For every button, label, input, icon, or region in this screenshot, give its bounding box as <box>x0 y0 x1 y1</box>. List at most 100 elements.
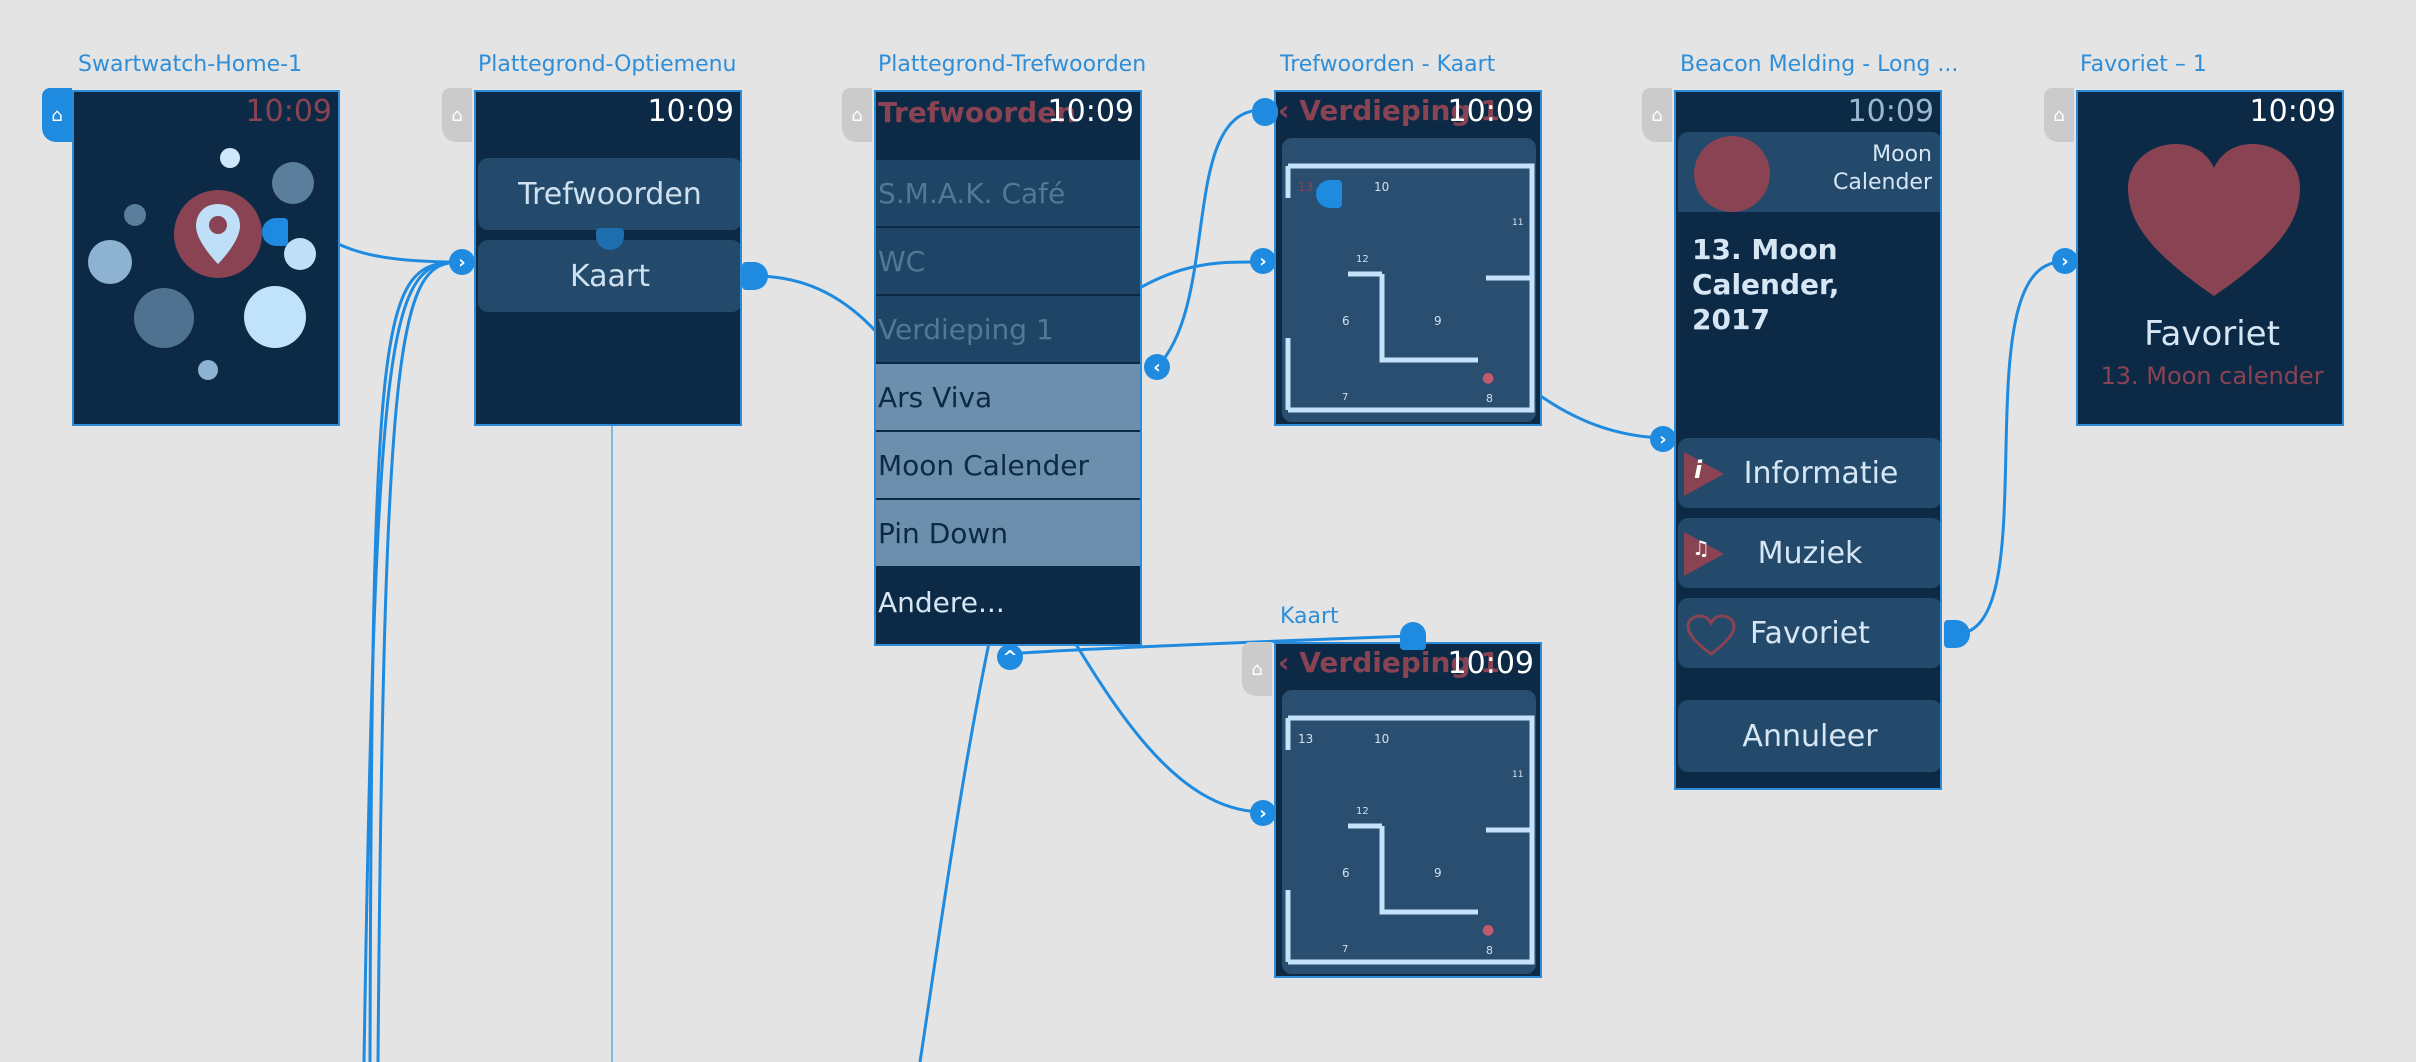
map-number: 7 <box>1342 944 1349 955</box>
list-item[interactable]: S.M.A.K. Café <box>876 160 1140 228</box>
home-icon[interactable]: ⌂ <box>1642 88 1672 142</box>
map-number: 13 <box>1298 732 1314 746</box>
music-note-icon <box>1684 532 1724 576</box>
back-label: Verdieping 1 <box>1299 94 1500 127</box>
map-number: 11 <box>1512 770 1524 780</box>
list-item[interactable]: Moon Calender <box>876 432 1140 500</box>
map-number: 10 <box>1374 180 1390 194</box>
artboard-label-home[interactable]: Swartwatch-Home-1 <box>78 52 303 77</box>
back-button[interactable]: ‹ Verdieping 1 <box>1278 646 1500 679</box>
link-handle[interactable] <box>742 262 768 290</box>
map-number: 12 <box>1356 254 1369 265</box>
artboard-label-favoriet[interactable]: Favoriet – 1 <box>2080 52 2207 77</box>
notification-body <box>1678 212 1940 428</box>
watch-time: 10:09 <box>1447 646 1534 681</box>
annuleer-button[interactable]: Annuleer <box>1678 700 1940 772</box>
floor-map: 13 10 11 12 6 9 7 8 ● <box>1282 138 1536 422</box>
notification-card: Moon Calender 13. Moon Calender, 2017 <box>1678 132 1940 428</box>
home-icon[interactable]: ⌂ <box>842 88 872 142</box>
artboard-optiemenu[interactable]: 10:09 Trefwoorden Kaart <box>474 90 742 426</box>
link-handle[interactable] <box>1944 620 1970 648</box>
watch-time: 10:09 <box>1847 94 1934 129</box>
map-number: 11 <box>1512 218 1524 228</box>
map-number: 6 <box>1342 314 1350 328</box>
app-name-line2: Calender <box>1833 170 1932 195</box>
chevron-right-icon[interactable]: › <box>1650 426 1676 452</box>
watch-time: 10:09 <box>1447 94 1534 129</box>
chevron-right-icon[interactable]: › <box>1250 800 1276 826</box>
link-handle[interactable] <box>596 228 624 250</box>
chevron-right-icon[interactable]: › <box>449 249 475 275</box>
favoriet-title: Favoriet <box>2144 314 2280 354</box>
map-number: 8 <box>1486 944 1493 957</box>
map-number: 9 <box>1434 314 1442 328</box>
chevron-right-icon[interactable]: › <box>2052 248 2078 274</box>
map-number: 12 <box>1356 806 1369 817</box>
bubble <box>220 148 240 168</box>
home-icon[interactable]: ⌂ <box>442 88 472 142</box>
map-number: 9 <box>1434 866 1442 880</box>
bubble <box>124 204 146 226</box>
artboard-trefwoorden-kaart[interactable]: ‹ Verdieping 1 10:09 13 10 11 12 6 9 7 8… <box>1274 90 1542 426</box>
favoriet-label: Favoriet <box>1750 615 1870 651</box>
back-label: Verdieping 1 <box>1299 646 1500 679</box>
kaart-button[interactable]: Kaart <box>478 240 740 312</box>
map-number: 10 <box>1374 732 1390 746</box>
artboard-label-beacon[interactable]: Beacon Melding - Long ... <box>1680 52 1959 77</box>
chevron-up-icon[interactable]: ^ <box>997 644 1023 670</box>
informatie-label: Informatie <box>1743 455 1899 491</box>
heart-icon <box>2128 144 2300 296</box>
home-icon[interactable]: ⌂ <box>2044 88 2074 142</box>
chevron-left-icon[interactable]: ‹ <box>1144 354 1170 380</box>
list-item[interactable]: Pin Down <box>876 500 1140 568</box>
muziek-button[interactable]: ♫ Muziek <box>1678 518 1940 588</box>
link-handle[interactable] <box>1316 180 1342 208</box>
artboard-label-trefkaart[interactable]: Trefwoorden - Kaart <box>1280 52 1496 77</box>
muziek-label: Muziek <box>1757 535 1863 571</box>
heart-icon <box>1686 614 1736 656</box>
artboard-home[interactable]: 10:09 <box>72 90 340 426</box>
trefwoorden-button[interactable]: Trefwoorden <box>478 158 740 230</box>
app-name-line1: Moon <box>1872 142 1932 167</box>
bubble <box>134 288 194 348</box>
app-icon <box>1694 136 1770 212</box>
map-pin-icon: ● <box>1482 370 1495 386</box>
watch-time: 10:09 <box>1047 94 1134 129</box>
home-icon[interactable]: ⌂ <box>1242 642 1272 696</box>
artboard-kaart[interactable]: ‹ Verdieping 1 10:09 13 10 11 12 6 9 7 8… <box>1274 642 1542 978</box>
info-icon <box>1684 452 1724 496</box>
chevron-right-icon[interactable]: › <box>1250 248 1276 274</box>
bubble <box>272 162 314 204</box>
list-title: Trefwoorden <box>878 96 1077 129</box>
bubble <box>244 286 306 348</box>
artboard-trefwoorden[interactable]: Trefwoorden 10:09 S.M.A.K. Café WC Verdi… <box>874 90 1142 646</box>
artboard-label-kaart[interactable]: Kaart <box>1280 604 1339 629</box>
list-item[interactable]: Andere... <box>878 585 1005 619</box>
informatie-button[interactable]: i Informatie <box>1678 438 1940 508</box>
back-button[interactable]: ‹ Verdieping 1 <box>1278 94 1500 127</box>
bubble <box>284 238 316 270</box>
watch-time: 10:09 <box>647 94 734 129</box>
artboard-favoriet[interactable]: 10:09 Favoriet 13. Moon calender <box>2076 90 2344 426</box>
favoriet-subtitle: 13. Moon calender <box>2100 362 2324 390</box>
notification-headline: 13. Moon Calender, 2017 <box>1692 233 1840 336</box>
list-item[interactable]: WC <box>876 228 1140 296</box>
artboard-beacon-melding[interactable]: 10:09 Moon Calender 13. Moon Calender, 2… <box>1674 90 1942 790</box>
bubble <box>198 360 218 380</box>
list-item[interactable]: Verdieping 1 <box>876 296 1140 364</box>
map-number: 7 <box>1342 392 1349 403</box>
favoriet-button[interactable]: Favoriet <box>1678 598 1940 668</box>
map-pin-icon[interactable] <box>174 190 262 278</box>
home-icon[interactable]: ⌂ <box>42 88 72 142</box>
link-handle[interactable] <box>262 218 288 246</box>
list-item[interactable]: Ars Viva <box>876 364 1140 432</box>
chevron-left-icon: ‹ <box>1278 94 1290 127</box>
artboard-label-trefwoorden[interactable]: Plattegrond-Trefwoorden <box>878 52 1147 77</box>
map-number: 6 <box>1342 866 1350 880</box>
map-pin-icon: ● <box>1482 922 1495 938</box>
artboard-label-optiemenu[interactable]: Plattegrond-Optiemenu <box>478 52 737 77</box>
link-handle[interactable] <box>1400 622 1426 650</box>
link-handle[interactable] <box>1252 98 1278 126</box>
watch-time: 10:09 <box>2249 94 2336 129</box>
